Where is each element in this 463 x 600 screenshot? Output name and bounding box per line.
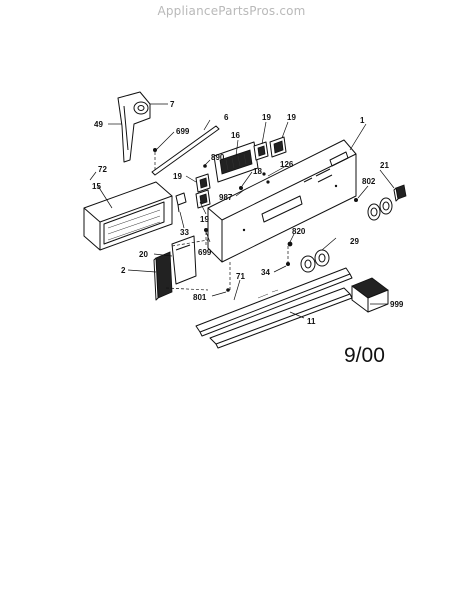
- part-bracket-7: [117, 91, 151, 163]
- date-code: 9/00: [344, 344, 385, 367]
- callout-890: 890: [211, 153, 225, 162]
- part-knob-29: [300, 249, 330, 273]
- part-end-piece-2: [153, 251, 173, 301]
- part-knob-group-right: [367, 197, 393, 221]
- callout-1: 1: [360, 116, 365, 125]
- callout-19-left: 19: [173, 172, 182, 181]
- part-display-board-16: [213, 141, 259, 183]
- callout-72: 72: [98, 165, 107, 174]
- part-switch-19-upper-right: [269, 136, 287, 158]
- part-switch-19-upper-left: [253, 141, 269, 161]
- callout-20: 20: [139, 250, 148, 259]
- callout-19-top-b: 19: [287, 113, 296, 122]
- part-endcap-housing-15: [83, 181, 173, 251]
- callout-19-top-a: 19: [262, 113, 271, 122]
- part-switch-19-left: [195, 173, 211, 193]
- part-control-panel-1: [207, 139, 357, 263]
- callout-29: 29: [350, 237, 359, 246]
- part-knob-21: [393, 184, 407, 202]
- callout-699-upper: 699: [176, 127, 190, 136]
- assembly-lines: [154, 152, 289, 291]
- callout-71: 71: [236, 272, 245, 281]
- callout-18: 18: [253, 167, 262, 176]
- callout-2: 2: [121, 266, 126, 275]
- leader-lines: [89, 103, 395, 319]
- part-box-999: [351, 277, 389, 313]
- callout-15: 15: [92, 182, 101, 191]
- callout-labels: 7 49 6 699 16 19 19 1 890 126 18 21 72 1…: [92, 100, 404, 326]
- callout-801: 801: [193, 293, 207, 302]
- callout-7: 7: [170, 100, 175, 109]
- callout-21: 21: [380, 161, 389, 170]
- callout-6: 6: [224, 113, 229, 122]
- part-trim-71: [195, 267, 353, 337]
- part-rod-6: [151, 125, 220, 176]
- fasteners: [153, 148, 358, 292]
- part-switch-19-lower: [195, 189, 211, 209]
- callout-49: 49: [94, 120, 103, 129]
- callout-820: 820: [292, 227, 306, 236]
- part-bracket-20: [171, 235, 197, 285]
- callout-987: 987: [219, 193, 233, 202]
- callout-19-lower: 19: [200, 215, 209, 224]
- callout-34: 34: [261, 268, 270, 277]
- callout-802: 802: [362, 177, 376, 186]
- callout-126: 126: [280, 160, 294, 169]
- callout-16: 16: [231, 131, 240, 140]
- callout-33: 33: [180, 228, 189, 237]
- watermark-text: AppliancePartsPros.com: [157, 4, 306, 18]
- callout-699-lower: 699: [198, 248, 212, 257]
- part-trim-11: [209, 287, 353, 349]
- callout-999: 999: [390, 300, 404, 309]
- part-clip-33: [175, 192, 187, 213]
- callout-11: 11: [307, 317, 316, 326]
